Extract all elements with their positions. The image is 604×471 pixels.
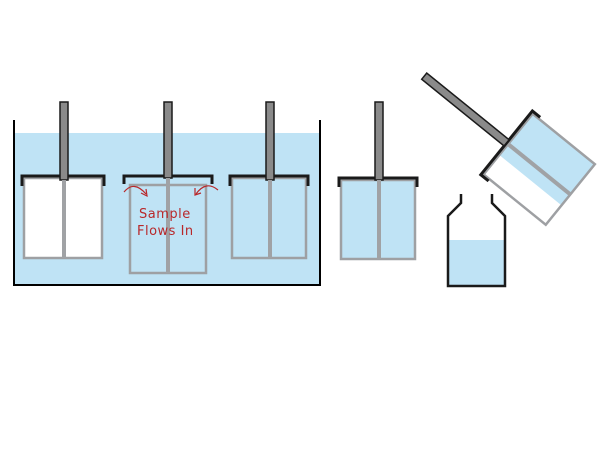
pour-sampler-water [499, 113, 595, 206]
flow-arrow-right-head-icon [194, 188, 202, 196]
flow-arrow-left-head-icon [140, 188, 148, 198]
sampler-rod [374, 101, 384, 181]
sampler-stage-filled [228, 101, 310, 260]
annotation-line-2: Flows In [137, 224, 194, 239]
sampler-center-divider [506, 142, 572, 197]
sampler-rod [265, 101, 275, 181]
flow-arrow-left-icon [123, 185, 147, 195]
sampler-stage-lifted [337, 101, 419, 261]
sampler-center-divider [377, 180, 381, 259]
sampler-stage-empty [20, 101, 106, 260]
tank-outline [13, 120, 321, 286]
sampler-rod [163, 101, 173, 179]
bottle-outline [446, 194, 507, 288]
sampler-rod [420, 71, 511, 148]
sampler-center-divider [166, 178, 170, 273]
sampler-stage-pouring [420, 71, 597, 227]
sampler-center-divider [62, 180, 66, 258]
bottle-water [448, 240, 504, 285]
sampler-stage-filling: Sample Flows In [122, 101, 219, 275]
annotation-line-1: Sample [139, 207, 191, 222]
sample-bottle [446, 194, 507, 288]
flow-arrow-right-icon [195, 185, 219, 195]
sampler-center-divider [268, 180, 272, 258]
sampler-rod [59, 101, 69, 181]
